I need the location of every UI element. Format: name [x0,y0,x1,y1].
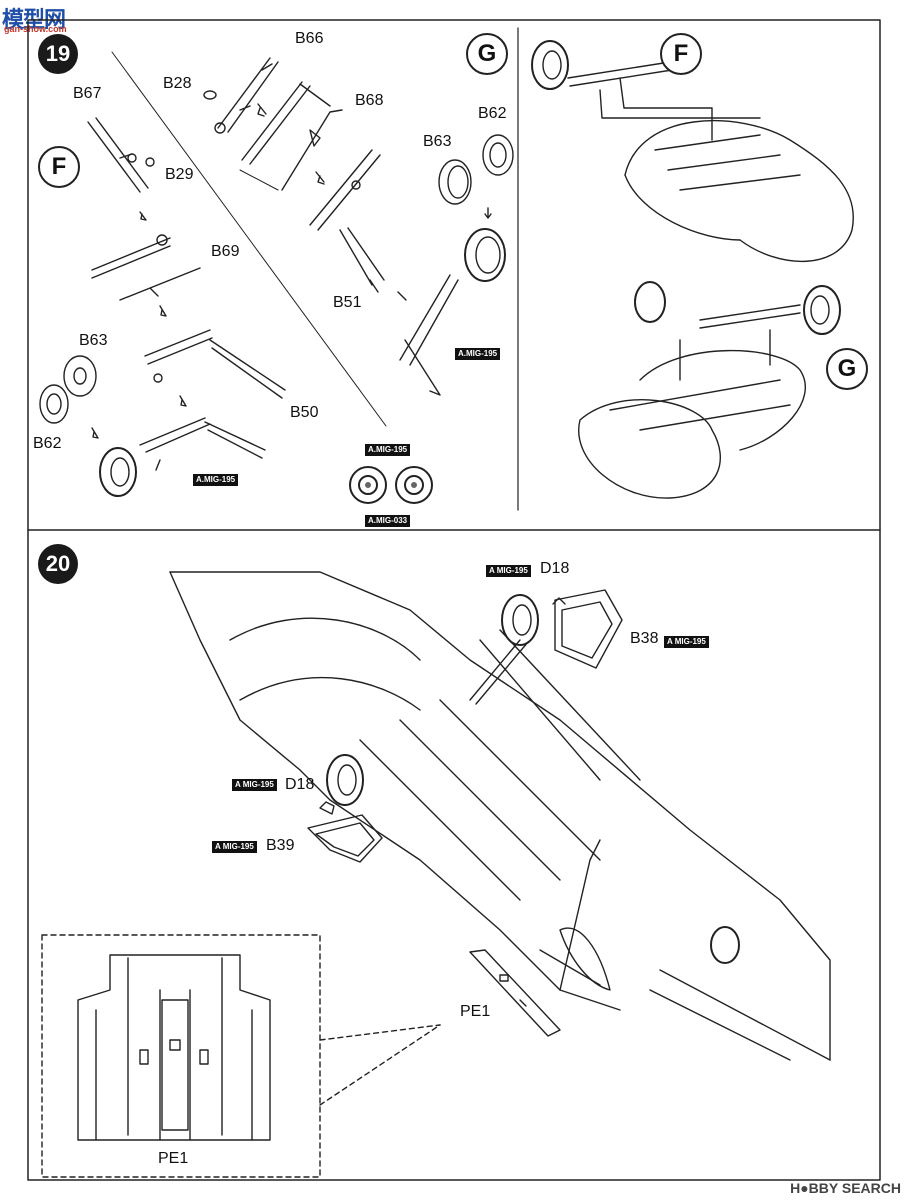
callout-g-top: G [466,33,508,75]
paint-badge-mig195-b39: A MIG-195 [212,841,257,853]
part-label-b38: B38 [630,630,659,647]
paint-badge-mig195-d18-bottom: A MIG-195 [232,779,277,791]
part-label-d18-top: D18 [540,560,570,577]
paint-badge-mig033-swatch: A.MIG-033 [365,515,411,527]
paint-badge-mig195-d18-top: A MIG-195 [486,565,531,577]
step-number-19: 19 [38,34,78,74]
part-label-b69: B69 [211,243,240,260]
hobby-search-logo: H●BBY SEARCH [790,1180,901,1196]
part-label-b51: B51 [333,294,362,311]
part-label-b62-bottom: B62 [33,435,62,452]
part-label-b62-top: B62 [478,105,507,122]
detail-label-pe1: PE1 [158,1150,189,1167]
paint-badge-mig195-wheel: A.MIG-195 [193,474,239,486]
callout-g-right: G [826,348,868,390]
callout-f-left: F [38,146,80,188]
paint-badge-mig195-swatch: A.MIG-195 [365,444,411,456]
part-label-b39: B39 [266,837,295,854]
part-label-b29: B29 [165,166,194,183]
callout-f-right: F [660,33,702,75]
part-label-b66: B66 [295,30,324,47]
paint-badge-mig195-b38: A MIG-195 [664,636,709,648]
part-label-b50: B50 [290,404,319,421]
part-label-pe1: PE1 [460,1003,491,1020]
part-label-d18-bottom: D18 [285,776,315,793]
step-number-20: 20 [38,544,78,584]
part-label-b68: B68 [355,92,384,109]
part-label-b63-top: B63 [423,133,452,150]
part-label-b67: B67 [73,85,102,102]
part-label-b63-bottom: B63 [79,332,108,349]
part-label-b28: B28 [163,75,192,92]
site-url: gan-show.com [4,24,67,34]
paint-badge-mig195-strut: A.MIG-195 [455,348,501,360]
